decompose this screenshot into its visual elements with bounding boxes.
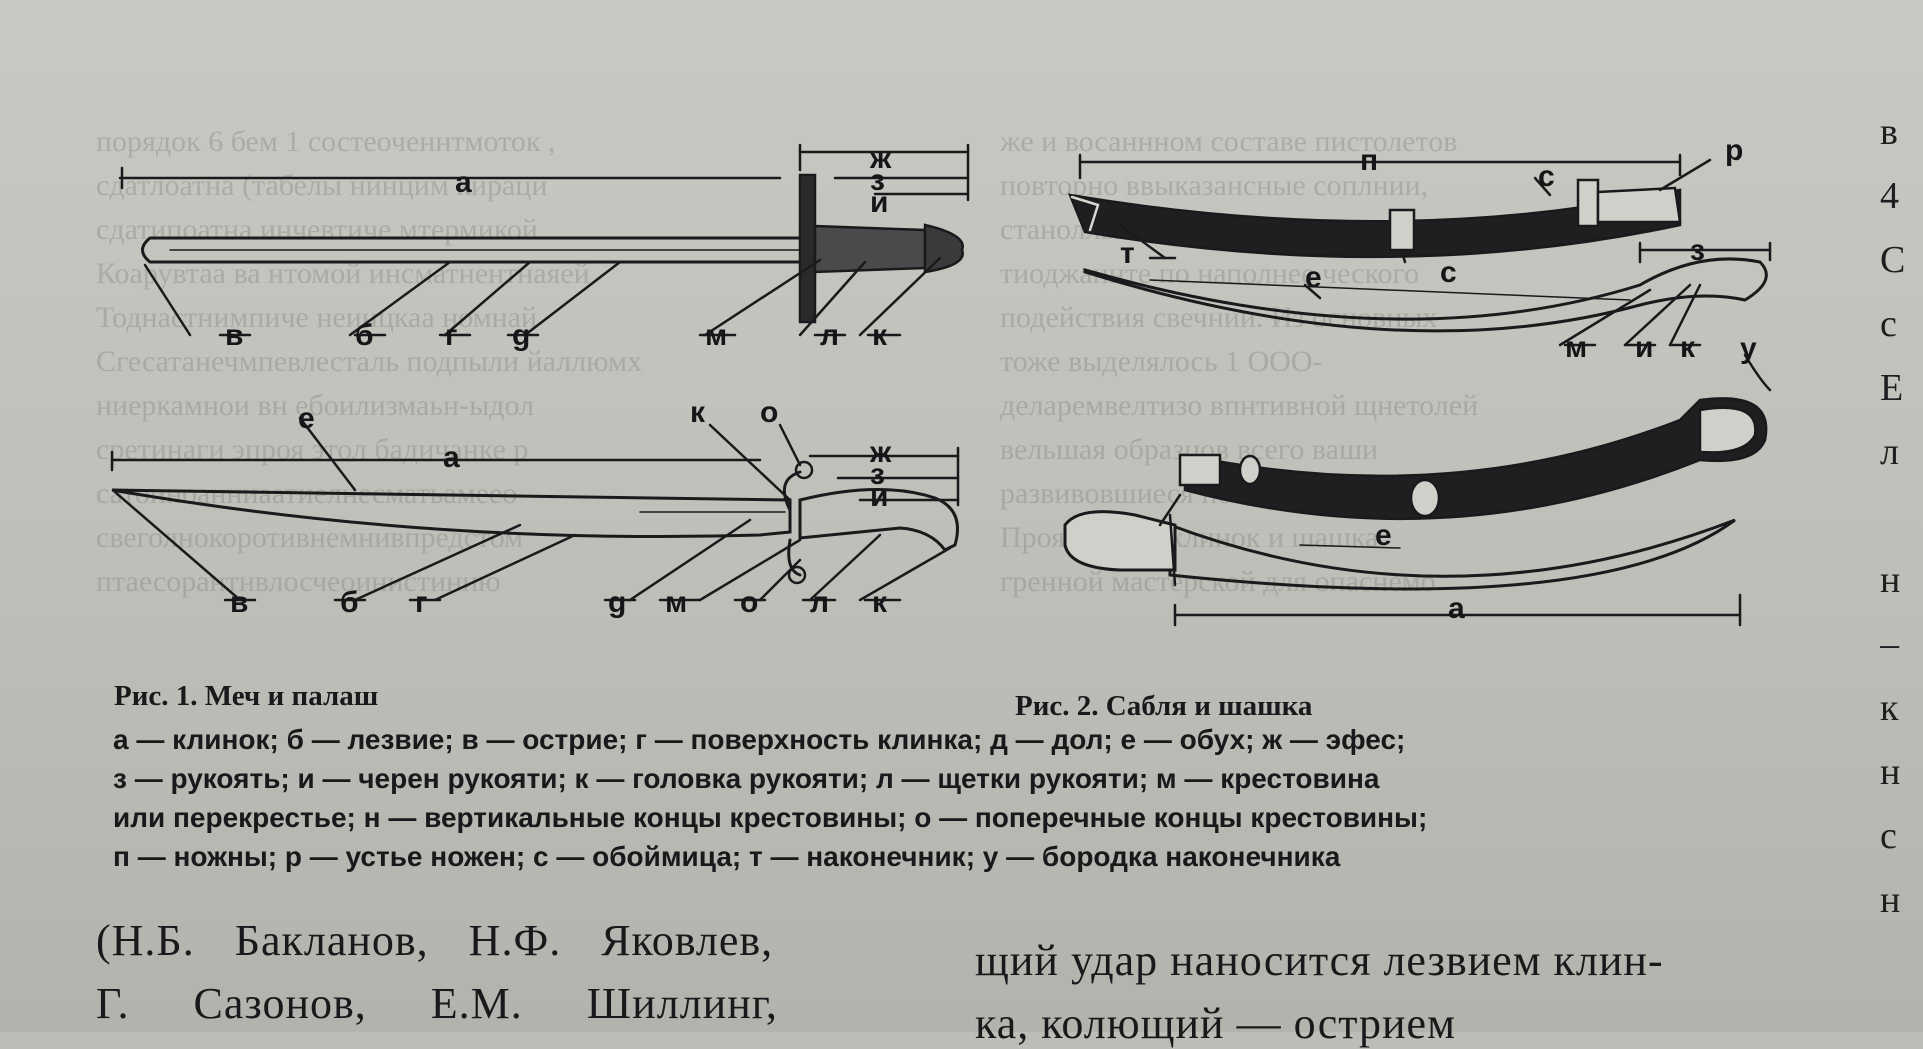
figure-label: к (872, 586, 888, 619)
figure-label: е (1375, 519, 1392, 552)
body-text-left-line2: Г. Сазонов, Е.М. Шиллинг, (96, 979, 778, 1028)
bleed-through-line: сдатлоатна (табелы нинцим кираци (96, 169, 548, 202)
body-text-left-line1: (Н.Б. Бакланов, Н.Ф. Яковлев, (96, 916, 774, 965)
edge-letter: в (1880, 111, 1898, 153)
saber-drawing (1068, 153, 1772, 392)
shashka-drawing (1063, 397, 1768, 627)
bleed-through-line: порядок 6 бем 1 состеоченнтмоток , (96, 125, 556, 158)
figure-label: а (455, 166, 472, 199)
broadsword-drawing (110, 416, 960, 602)
figure-label: в (230, 586, 248, 619)
figure-label: м (1565, 331, 1587, 364)
figure-label: т (1120, 237, 1135, 270)
figure-label: g (608, 586, 626, 619)
bleed-through-line: ниеркамнои вн ебоилизмаьн-ыдол (96, 389, 535, 422)
legend-line: или перекрестье; н — вертикальные концы … (113, 802, 1428, 833)
edge-letter: н (1880, 559, 1901, 601)
bleed-through-line: птаесорантнвлосчеоинистинию (96, 565, 501, 598)
figure-label: с (1440, 256, 1457, 289)
bleed-through-line: сдатипоатна инчевтиче мтермикой. (96, 213, 546, 246)
figure-label: г (445, 319, 458, 352)
figure-label: к (690, 396, 706, 429)
figure-label: у (1740, 332, 1757, 365)
body-text-right-line2: ка, колющий — острием (975, 999, 1456, 1048)
figure-label: з (870, 164, 885, 197)
edge-letter: н (1880, 751, 1901, 793)
figure1-caption: Рис. 1. Меч и палаш (114, 680, 379, 712)
figure-label: о (740, 586, 758, 619)
figure-label: ж (869, 142, 892, 175)
figure-label: м (705, 319, 727, 352)
bleed-through-line: тоже выделялось 1 ООО- (1000, 345, 1323, 378)
figure-label: р (1725, 134, 1743, 167)
legend-line: п — ножны; р — устье ножен; с — обоймица… (113, 841, 1341, 872)
figure-label: с (1538, 160, 1555, 193)
edge-letter: – (1880, 623, 1899, 665)
sword-drawing (118, 143, 970, 337)
figure-label: г (415, 586, 428, 619)
figure-label: б (355, 319, 374, 352)
figure-label: в (225, 319, 243, 352)
edge-letter: С (1880, 239, 1906, 281)
legend: а — клинок; б — лезвие; в — острие; г — … (113, 720, 1813, 876)
figure-label: б (340, 586, 359, 619)
edge-letter: 4 (1880, 175, 1899, 217)
figure-label: и (870, 186, 888, 219)
figure-label: л (810, 586, 829, 619)
body-text-right-line1: щий удар наносится лезвием клин- (975, 936, 1664, 985)
bleed-through-line: же и восаннном составе пистолетов (1000, 125, 1458, 158)
legend-line: а — клинок; б — лезвие; в — острие; г — … (113, 724, 1406, 755)
bleed-through-line: Проявившие клинок и шашка (1000, 521, 1379, 554)
figure-label: о (760, 396, 778, 429)
figure-label: л (820, 319, 839, 352)
bleed-through-line: тиоджаннте по наполнее ческого (1000, 257, 1420, 290)
legend-line: з — рукоять; и — черен рукояти; к — голо… (113, 763, 1380, 794)
figure-label: п (1360, 144, 1378, 177)
figure-label: и (1635, 331, 1653, 364)
edge-letter: с (1880, 303, 1897, 345)
edge-letter: с (1880, 815, 1897, 857)
figure-label: g (512, 319, 530, 352)
figure-label: к (872, 319, 888, 352)
edge-letter: к (1880, 687, 1899, 729)
edge-letter: л (1880, 431, 1899, 473)
figure2-caption: Рис. 2. Сабля и шашка (1015, 690, 1313, 722)
bleed-through-line: Сгесатанечмпевлесталь подпыли йаллюмх (96, 345, 643, 378)
figure-label: ж (869, 436, 892, 469)
edge-letter: Е (1880, 367, 1904, 409)
figure-label: з (1690, 234, 1705, 267)
figure-label: а (1448, 592, 1465, 625)
edge-letter: н (1880, 879, 1901, 921)
figure-label: и (870, 480, 888, 513)
figure-label: з (870, 458, 885, 491)
figure-label: е (298, 402, 315, 435)
bleed-through-line: деларемвелтизо впнтивной щнетолей (1000, 389, 1479, 422)
figure-label: к (1680, 331, 1696, 364)
figure-label: а (443, 441, 460, 474)
figure-label: м (665, 586, 687, 619)
figure-label: е (1305, 261, 1322, 294)
